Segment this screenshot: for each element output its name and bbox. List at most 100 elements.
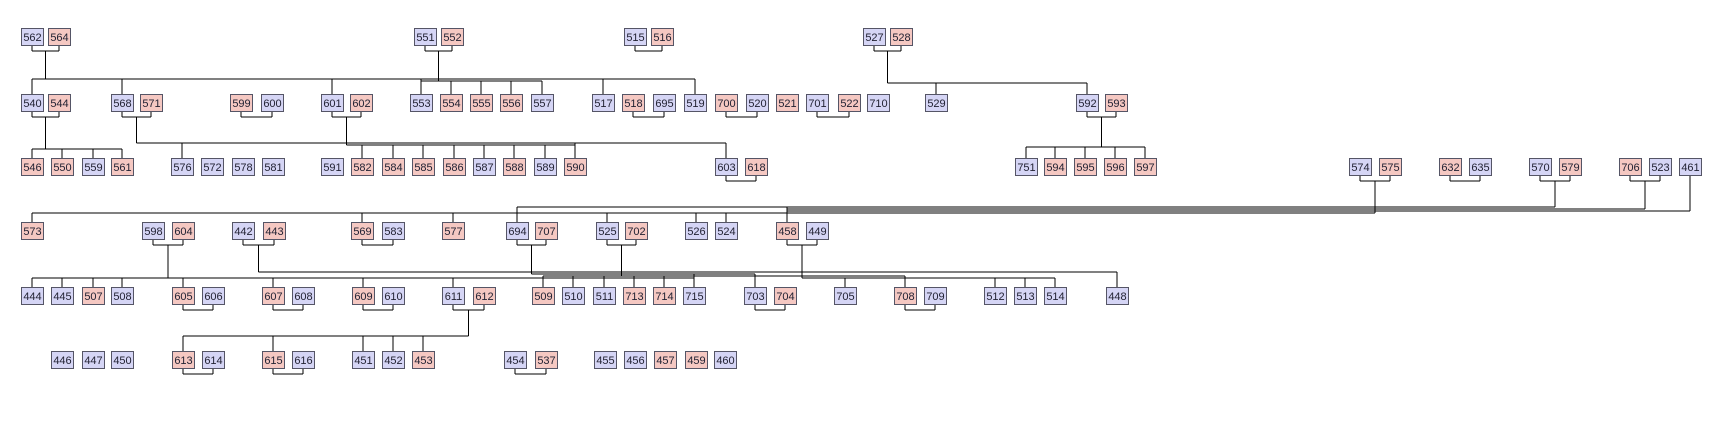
person-node[interactable]: 572 <box>201 158 224 176</box>
person-box[interactable] <box>894 287 917 305</box>
person-node[interactable]: 546 <box>21 158 44 176</box>
person-box[interactable] <box>172 351 195 369</box>
person-node[interactable]: 592 <box>1076 94 1099 112</box>
person-node[interactable]: 552 <box>441 28 464 46</box>
person-node[interactable]: 601 <box>321 94 344 112</box>
person-box[interactable] <box>21 287 44 305</box>
person-box[interactable] <box>624 28 647 46</box>
person-node[interactable]: 598 <box>142 222 165 240</box>
person-node[interactable]: 608 <box>292 287 315 305</box>
person-box[interactable] <box>500 94 523 112</box>
person-node[interactable]: 562 <box>21 28 44 46</box>
person-box[interactable] <box>714 351 737 369</box>
person-box[interactable] <box>111 94 134 112</box>
person-box[interactable] <box>140 94 163 112</box>
person-node[interactable]: 610 <box>382 287 405 305</box>
person-box[interactable] <box>1679 158 1702 176</box>
person-box[interactable] <box>867 94 890 112</box>
person-node[interactable]: 528 <box>890 28 913 46</box>
person-node[interactable]: 708 <box>894 287 917 305</box>
person-node[interactable]: 508 <box>111 287 134 305</box>
person-node[interactable]: 569 <box>351 222 374 240</box>
person-box[interactable] <box>1349 158 1372 176</box>
person-node[interactable]: 520 <box>746 94 769 112</box>
person-node[interactable]: 457 <box>654 351 677 369</box>
person-node[interactable]: 522 <box>838 94 861 112</box>
person-node[interactable]: 544 <box>48 94 71 112</box>
person-box[interactable] <box>592 94 615 112</box>
person-box[interactable] <box>82 287 105 305</box>
person-node[interactable]: 564 <box>48 28 71 46</box>
person-node[interactable]: 568 <box>111 94 134 112</box>
person-node[interactable]: 707 <box>535 222 558 240</box>
person-box[interactable] <box>382 351 405 369</box>
person-box[interactable] <box>232 222 255 240</box>
person-node[interactable]: 517 <box>592 94 615 112</box>
person-node[interactable]: 584 <box>382 158 405 176</box>
person-box[interactable] <box>111 351 134 369</box>
person-node[interactable]: 576 <box>171 158 194 176</box>
person-node[interactable]: 561 <box>111 158 134 176</box>
person-box[interactable] <box>111 287 134 305</box>
person-box[interactable] <box>653 287 676 305</box>
person-node[interactable]: 695 <box>653 94 676 112</box>
person-node[interactable]: 602 <box>350 94 373 112</box>
person-node[interactable]: 574 <box>1349 158 1372 176</box>
person-node[interactable]: 703 <box>744 287 767 305</box>
person-node[interactable]: 583 <box>382 222 405 240</box>
person-box[interactable] <box>352 351 375 369</box>
person-node[interactable]: 706 <box>1619 158 1642 176</box>
person-box[interactable] <box>890 28 913 46</box>
person-node[interactable]: 526 <box>685 222 708 240</box>
person-node[interactable]: 550 <box>51 158 74 176</box>
person-box[interactable] <box>1529 158 1552 176</box>
person-box[interactable] <box>535 222 558 240</box>
person-node[interactable]: 507 <box>82 287 105 305</box>
person-node[interactable]: 442 <box>232 222 255 240</box>
person-node[interactable]: 618 <box>745 158 768 176</box>
person-box[interactable] <box>382 158 405 176</box>
person-node[interactable]: 615 <box>262 351 285 369</box>
person-box[interactable] <box>1105 94 1128 112</box>
person-node[interactable]: 597 <box>1134 158 1157 176</box>
person-node[interactable]: 443 <box>263 222 286 240</box>
person-box[interactable] <box>351 222 374 240</box>
person-node[interactable]: 510 <box>562 287 585 305</box>
person-node[interactable]: 705 <box>834 287 857 305</box>
person-node[interactable]: 701 <box>806 94 829 112</box>
person-node[interactable]: 449 <box>806 222 829 240</box>
person-node[interactable]: 715 <box>683 287 706 305</box>
person-node[interactable]: 632 <box>1439 158 1462 176</box>
person-node[interactable]: 559 <box>82 158 105 176</box>
person-node[interactable]: 575 <box>1379 158 1402 176</box>
person-box[interactable] <box>924 287 947 305</box>
person-box[interactable] <box>82 351 105 369</box>
person-node[interactable]: 446 <box>51 351 74 369</box>
person-box[interactable] <box>352 287 375 305</box>
person-box[interactable] <box>292 351 315 369</box>
person-node[interactable]: 444 <box>21 287 44 305</box>
person-node[interactable]: 612 <box>473 287 496 305</box>
person-box[interactable] <box>473 158 496 176</box>
person-box[interactable] <box>1076 94 1099 112</box>
person-box[interactable] <box>1014 287 1037 305</box>
person-box[interactable] <box>412 351 435 369</box>
person-node[interactable]: 518 <box>622 94 645 112</box>
person-node[interactable]: 709 <box>924 287 947 305</box>
person-node[interactable]: 581 <box>262 158 285 176</box>
person-box[interactable] <box>534 158 557 176</box>
person-box[interactable] <box>504 351 527 369</box>
person-box[interactable] <box>745 158 768 176</box>
person-node[interactable]: 455 <box>594 351 617 369</box>
person-box[interactable] <box>925 94 948 112</box>
person-box[interactable] <box>1015 158 1038 176</box>
person-box[interactable] <box>262 158 285 176</box>
person-box[interactable] <box>746 94 769 112</box>
person-node[interactable]: 529 <box>925 94 948 112</box>
person-box[interactable] <box>776 94 799 112</box>
person-node[interactable]: 702 <box>625 222 648 240</box>
person-box[interactable] <box>1379 158 1402 176</box>
person-box[interactable] <box>321 94 344 112</box>
person-box[interactable] <box>262 351 285 369</box>
person-box[interactable] <box>382 287 405 305</box>
